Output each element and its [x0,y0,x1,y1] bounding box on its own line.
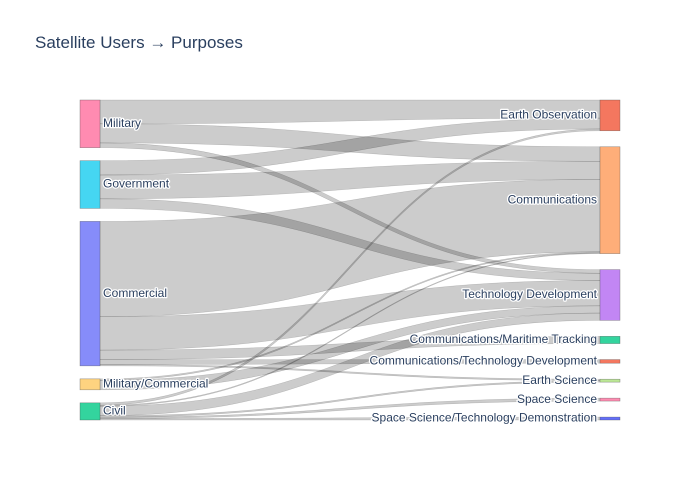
node-technology-development[interactable] [599,269,621,321]
node-label-communications-technology-development: Communications/Technology Development [370,354,598,368]
node-space-science-technology-demonstration[interactable] [599,416,621,421]
node-civil[interactable] [79,402,101,421]
nodes-layer [79,99,621,421]
links-layer [99,99,601,421]
node-label-communications-maritime-tracking: Communications/Maritime Tracking [410,332,597,346]
node-label-military-commercial: Military/Commercial [103,377,208,391]
node-military-commercial[interactable] [79,378,101,391]
chart-title: Satellite Users → Purposes [35,33,243,52]
node-label-earth-science: Earth Science [522,373,597,387]
link-military-commercial-to-technology-development[interactable] [99,305,601,391]
node-earth-observation[interactable] [599,99,621,132]
node-communications-maritime-tracking[interactable] [599,336,621,344]
node-space-science[interactable] [599,397,621,402]
node-label-commercial: Commercial [103,286,167,300]
node-label-communications: Communications [508,192,597,206]
node-government[interactable] [79,160,101,209]
node-label-military: Military [103,116,141,130]
node-label-space-science-technology-demonstration: Space Science/Technology Demonstration [372,411,597,425]
node-commercial[interactable] [79,221,101,367]
node-label-earth-observation: Earth Observation [500,108,597,122]
node-communications[interactable] [599,146,621,254]
node-communications-technology-development[interactable] [599,359,621,364]
node-label-space-science: Space Science [517,392,597,406]
labels-layer: MilitaryGovernmentCommercialMilitary/Com… [102,106,599,426]
node-label-civil: Civil [103,404,126,418]
node-military[interactable] [79,99,101,148]
node-label-technology-development: Technology Development [462,287,597,301]
node-earth-science[interactable] [599,378,621,383]
node-label-government: Government [103,177,170,191]
